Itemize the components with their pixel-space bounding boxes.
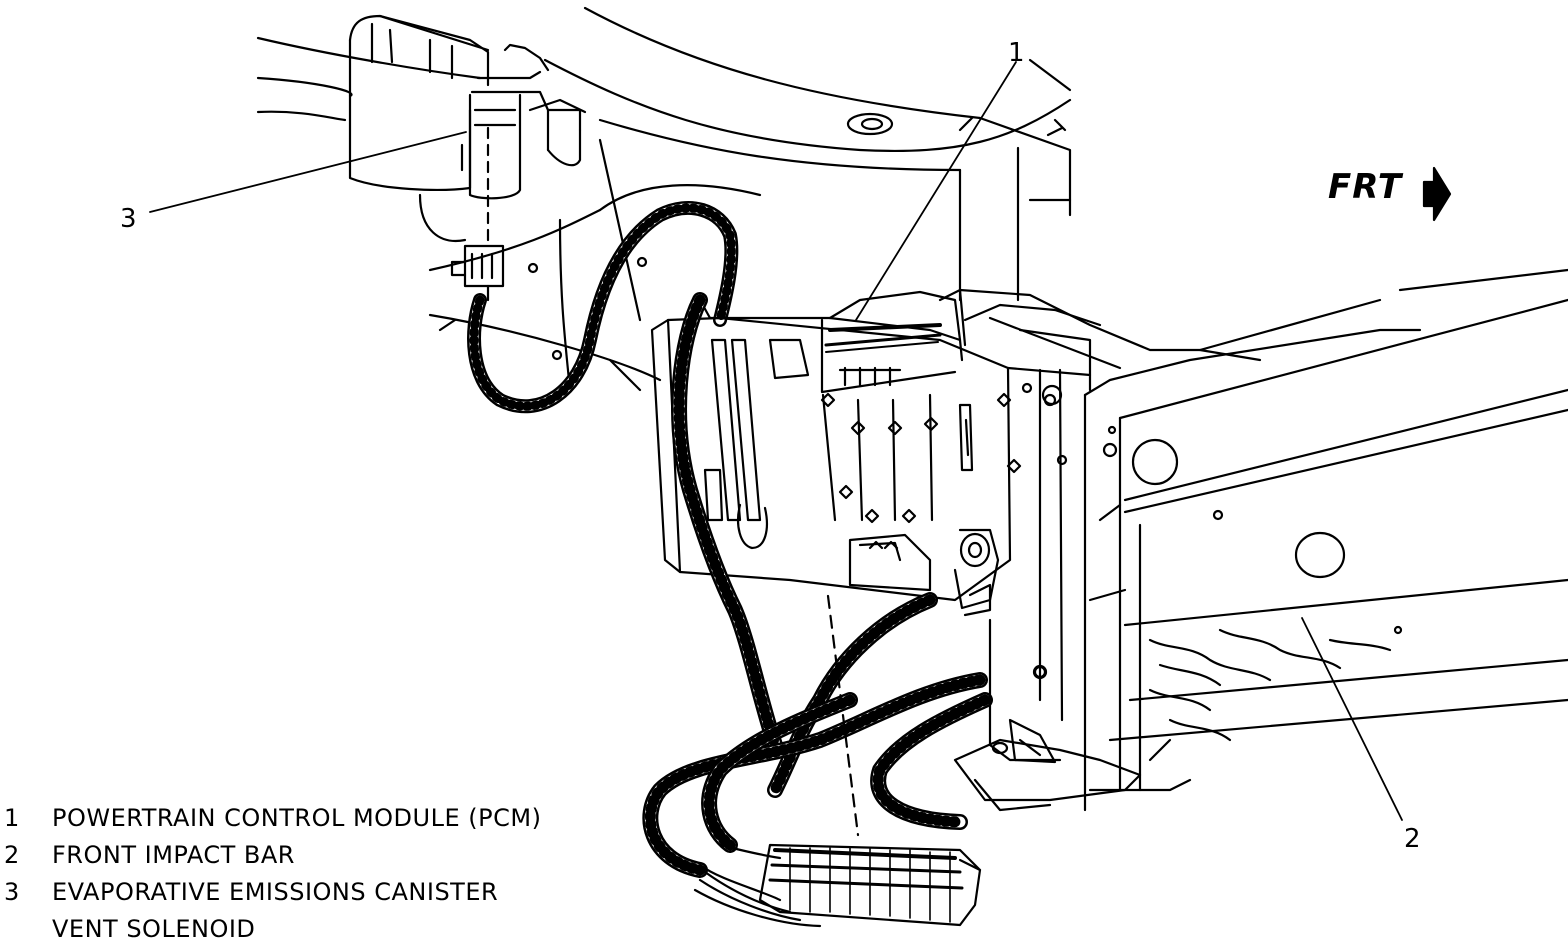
legend-number: 3 bbox=[4, 878, 20, 906]
callout-1-number: 1 bbox=[1008, 38, 1025, 68]
legend-number: 2 bbox=[4, 841, 20, 869]
pcm-harness bbox=[642, 292, 993, 928]
leader-1 bbox=[855, 61, 1017, 321]
legend-label: FRONT IMPACT BAR bbox=[52, 841, 295, 869]
legend-item-continuation: VENT SOLENOID bbox=[4, 911, 541, 948]
callout-3-number: 3 bbox=[120, 204, 137, 234]
body-panels bbox=[256, 6, 1072, 392]
front-direction-label: FRT bbox=[1328, 167, 1403, 207]
frame-rail bbox=[938, 268, 1568, 812]
leader-3 bbox=[149, 131, 467, 213]
vent-solenoid-assembly bbox=[348, 14, 587, 242]
legend-number: 1 bbox=[4, 804, 20, 832]
legend-label-line2: VENT SOLENOID bbox=[52, 915, 256, 943]
legend-item: 2 FRONT IMPACT BAR bbox=[4, 837, 541, 874]
leader-2 bbox=[1301, 617, 1403, 821]
legend-label: POWERTRAIN CONTROL MODULE (PCM) bbox=[52, 804, 542, 832]
pcm-dashed-line bbox=[826, 594, 860, 837]
solenoid-harness bbox=[467, 200, 739, 414]
legend-item: 3 EVAPORATIVE EMISSIONS CANISTER bbox=[4, 874, 541, 911]
pcm-connector bbox=[758, 843, 982, 927]
front-arrow-icon bbox=[1422, 166, 1452, 222]
pcm-module bbox=[650, 290, 1118, 679]
solenoid-connector bbox=[450, 244, 505, 302]
legend: 1 POWERTRAIN CONTROL MODULE (PCM) 2 FRON… bbox=[4, 800, 541, 948]
legend-label: EVAPORATIVE EMISSIONS CANISTER bbox=[52, 878, 499, 906]
leader-lines bbox=[149, 61, 1403, 821]
callout-2-number: 2 bbox=[1404, 824, 1421, 854]
legend-item: 1 POWERTRAIN CONTROL MODULE (PCM) bbox=[4, 800, 541, 837]
